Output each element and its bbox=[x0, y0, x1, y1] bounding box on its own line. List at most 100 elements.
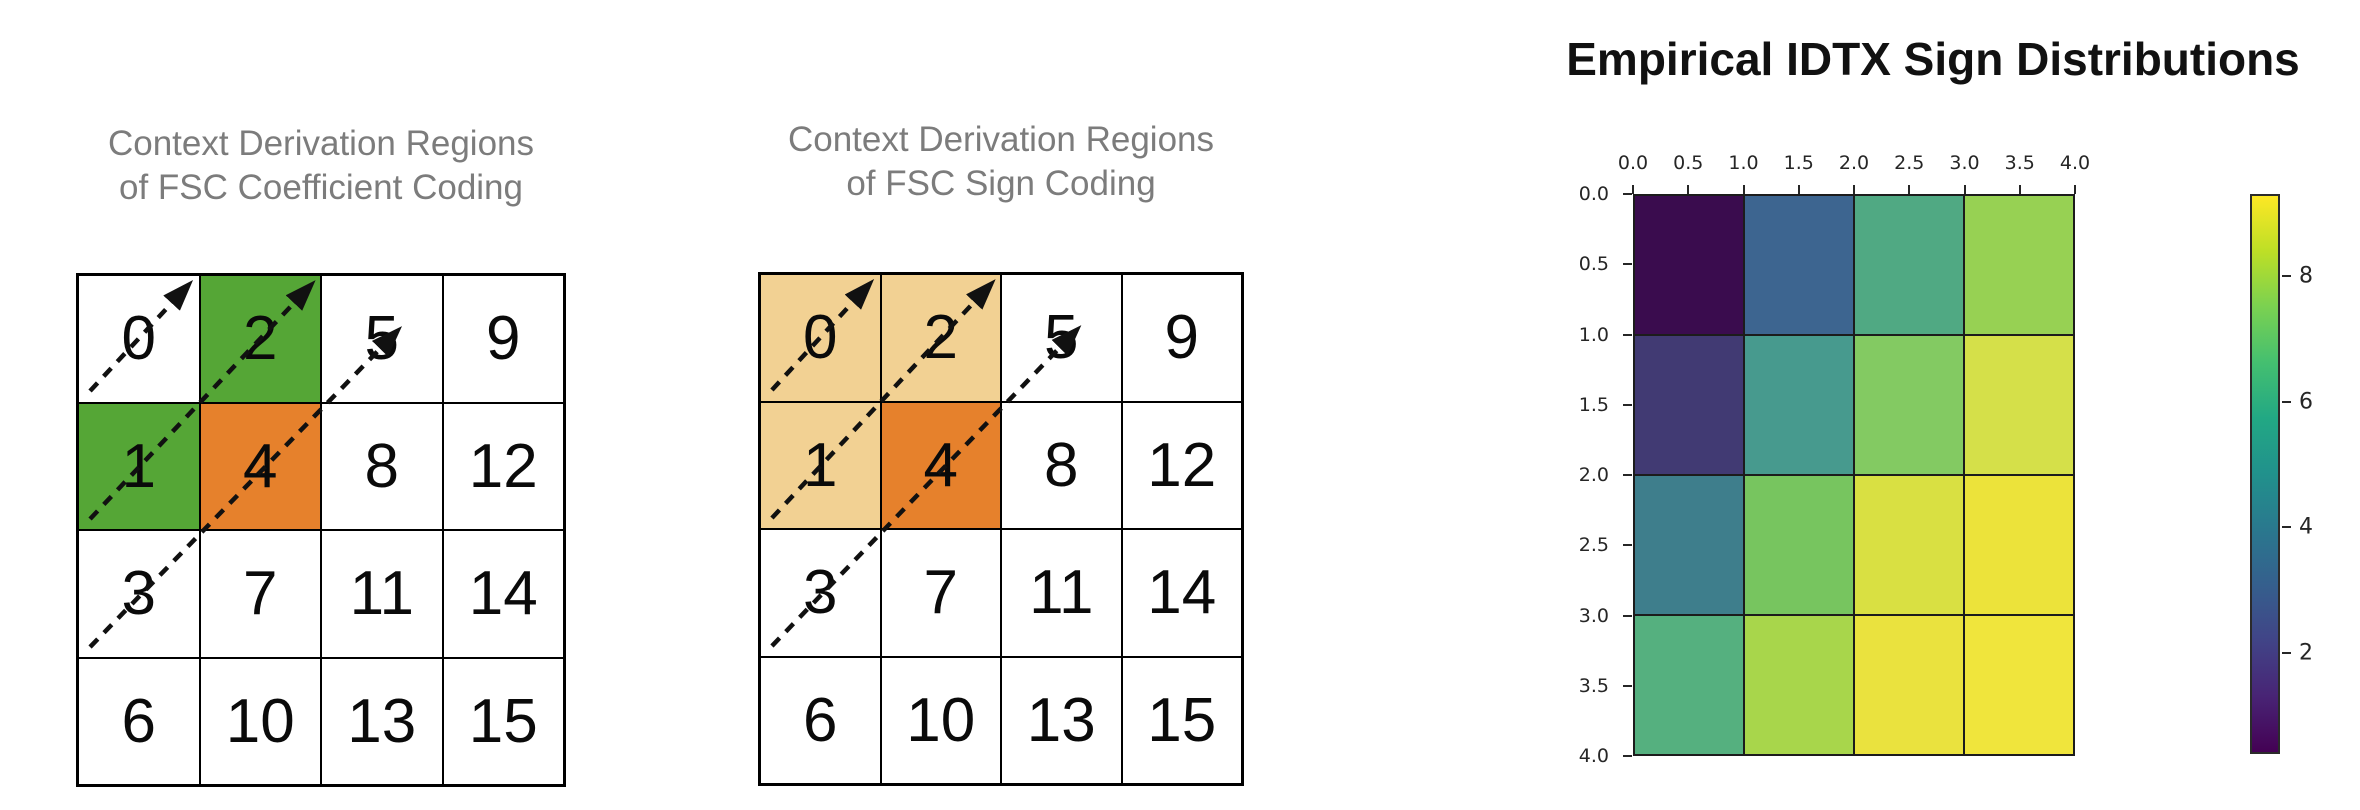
heatmap-y-axis: 0.0 0.5 1.0 1.5 2.0 2.5 3.0 3.5 4.0 bbox=[1545, 183, 1633, 767]
heatmap-title: Empirical IDTX Sign Distributions bbox=[1566, 33, 2300, 85]
grid-cell-4: 4 bbox=[200, 403, 320, 529]
grid-cell-6: 6 bbox=[79, 658, 199, 784]
y-tick-label: 2.5 bbox=[1578, 534, 1609, 557]
grid-cell-2: 2 bbox=[881, 275, 1000, 401]
colorbar-tick-mark bbox=[2282, 274, 2291, 277]
grid-cell-4: 4 bbox=[881, 402, 1000, 528]
heatmap-cell-r3c0 bbox=[1635, 616, 1743, 754]
heatmap-cell-r0c3 bbox=[1965, 196, 2073, 334]
y-tick-label: 2.0 bbox=[1578, 464, 1609, 486]
colorbar-ticks: 8 6 4 2 bbox=[2280, 194, 2350, 754]
figure-title-line2: of FSC Sign Coding bbox=[846, 164, 1156, 203]
x-tick-mark bbox=[1742, 185, 1745, 194]
heatmap-cell-r3c1 bbox=[1745, 616, 1853, 754]
grid-cell-10: 10 bbox=[881, 657, 1000, 783]
grid-cell-12: 12 bbox=[443, 403, 563, 529]
x-tick-mark bbox=[1853, 185, 1855, 194]
colorbar-tick-mark bbox=[2282, 526, 2291, 529]
figure-title: Context Derivation Regions of FSC Coeffi… bbox=[76, 122, 566, 210]
grid-cell-7: 7 bbox=[200, 531, 320, 657]
y-tick-label: 1.5 bbox=[1578, 393, 1609, 416]
colorbar-tick-label: 8 bbox=[2299, 263, 2313, 289]
heatmap-cell-r1c1 bbox=[1745, 336, 1853, 474]
grid-cell-9: 9 bbox=[443, 276, 563, 402]
x-tick-mark bbox=[1908, 185, 1911, 194]
colorbar-tick-label: 4 bbox=[2299, 514, 2313, 540]
x-tick-label: 0.0 bbox=[1617, 152, 1649, 174]
x-tick-label: 0.5 bbox=[1673, 152, 1704, 174]
y-tick-mark bbox=[1623, 474, 1632, 476]
heatmap-cell-r0c0 bbox=[1635, 196, 1743, 334]
x-tick-mark bbox=[2074, 185, 2076, 194]
colorbar-gradient bbox=[2250, 194, 2280, 754]
grid-cell-15: 15 bbox=[1122, 657, 1241, 783]
x-tick-mark bbox=[1687, 185, 1690, 194]
grid-cell-0: 0 bbox=[761, 275, 880, 401]
grid-cell-14: 14 bbox=[443, 531, 563, 657]
grid-cell-3: 3 bbox=[761, 530, 880, 656]
heatmap-cell-r3c3 bbox=[1965, 616, 2073, 754]
figure-title-line1: Context Derivation Regions bbox=[107, 124, 535, 163]
colorbar-tick-label: 2 bbox=[2299, 640, 2313, 666]
y-tick-label: 0.5 bbox=[1578, 253, 1609, 276]
grid-cell-13: 13 bbox=[1002, 657, 1121, 783]
figure-title: Context Derivation Regions of FSC Sign C… bbox=[758, 118, 1244, 206]
grid-cell-5: 5 bbox=[322, 276, 442, 402]
y-tick-mark bbox=[1623, 544, 1632, 547]
y-tick-label: 1.0 bbox=[1578, 323, 1609, 346]
y-tick-label: 3.5 bbox=[1578, 674, 1609, 697]
x-tick-label: 4.0 bbox=[2059, 152, 2091, 174]
grid-cell-14: 14 bbox=[1122, 530, 1241, 656]
heatmap-cell-r0c1 bbox=[1745, 196, 1853, 334]
x-tick-mark bbox=[1797, 185, 1800, 194]
grid-cell-11: 11 bbox=[322, 531, 442, 657]
x-tick-label: 2.5 bbox=[1894, 152, 1925, 174]
x-tick-label: 2.0 bbox=[1838, 152, 1870, 174]
grid-cell-13: 13 bbox=[322, 658, 442, 784]
x-tick-label: 3.0 bbox=[1949, 152, 1980, 174]
heatmap-cell-r2c1 bbox=[1745, 476, 1853, 614]
grid-cell-11: 11 bbox=[1002, 530, 1121, 656]
heatmap-cell-r1c3 bbox=[1965, 336, 2073, 474]
grid-cell-0: 0 bbox=[79, 276, 199, 402]
heatmap-cell-r2c0 bbox=[1635, 476, 1743, 614]
colorbar-tick-label: 6 bbox=[2299, 389, 2313, 415]
y-tick-label: 4.0 bbox=[1578, 745, 1609, 767]
grid-cell-15: 15 bbox=[443, 658, 563, 784]
heatmap-cell-r1c0 bbox=[1635, 336, 1743, 474]
y-tick-mark bbox=[1623, 333, 1632, 336]
grid-cell-8: 8 bbox=[1002, 402, 1121, 528]
grid-cell-3: 3 bbox=[79, 531, 199, 657]
heatmap-cell-r0c2 bbox=[1855, 196, 1963, 334]
y-tick-label: 3.0 bbox=[1578, 604, 1609, 627]
heatmap-cell-r2c3 bbox=[1965, 476, 2073, 614]
x-tick-label: 3.5 bbox=[2004, 152, 2035, 174]
x-tick-mark bbox=[1632, 185, 1634, 194]
y-tick-label: 0.0 bbox=[1578, 183, 1609, 205]
y-tick-mark bbox=[1623, 684, 1632, 687]
x-tick-mark bbox=[1963, 185, 1966, 194]
grid-cell-8: 8 bbox=[322, 403, 442, 529]
figure-title-line1: Context Derivation Regions bbox=[787, 120, 1215, 159]
grid-cell-2: 2 bbox=[200, 276, 320, 402]
y-tick-mark bbox=[1623, 193, 1632, 195]
grid-cell-5: 5 bbox=[1002, 275, 1121, 401]
heatmap-grid bbox=[1633, 194, 2075, 756]
grid-cell-9: 9 bbox=[1122, 275, 1241, 401]
heatmap-x-axis: 0.0 0.5 1.0 1.5 2.0 2.5 3.0 3.5 4.0 bbox=[1618, 152, 2090, 194]
heatmap-cell-r1c2 bbox=[1855, 336, 1963, 474]
grid-cell-10: 10 bbox=[200, 658, 320, 784]
grid-cell-6: 6 bbox=[761, 657, 880, 783]
y-tick-mark bbox=[1623, 755, 1632, 757]
x-tick-label: 1.5 bbox=[1783, 152, 1814, 174]
heatmap-cell-r3c2 bbox=[1855, 616, 1963, 754]
x-tick-label: 1.0 bbox=[1728, 152, 1759, 174]
grid-cell-1: 1 bbox=[761, 402, 880, 528]
grid-cell-1: 1 bbox=[79, 403, 199, 529]
y-tick-mark bbox=[1623, 263, 1632, 266]
y-tick-mark bbox=[1623, 614, 1632, 617]
grid-cell-7: 7 bbox=[881, 530, 1000, 656]
grid-cell-12: 12 bbox=[1122, 402, 1241, 528]
